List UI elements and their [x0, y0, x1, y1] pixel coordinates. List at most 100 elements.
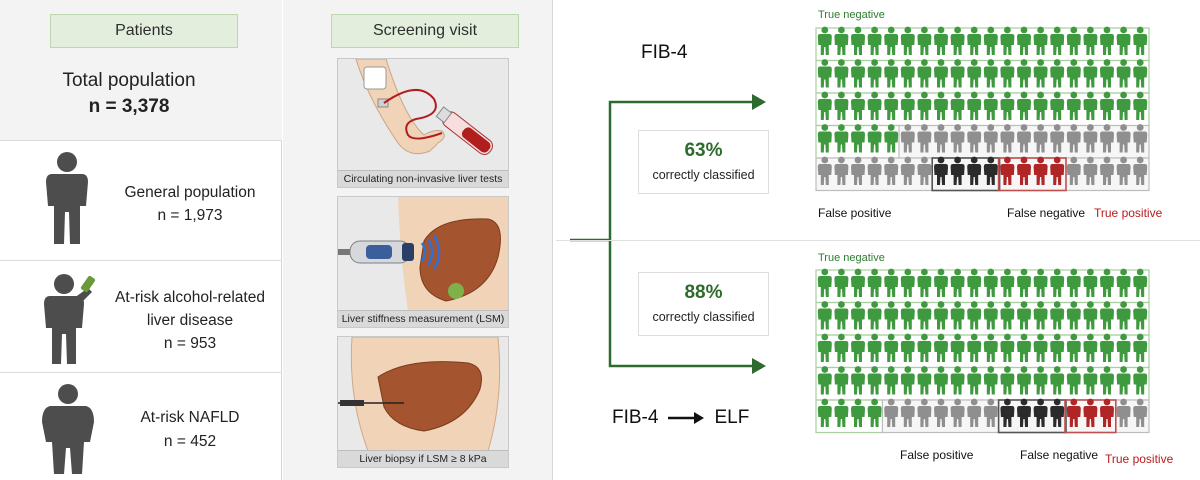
true-negative-person-icon	[1116, 366, 1131, 395]
true-negative-person-icon	[1033, 26, 1048, 55]
false-negative-person-icon	[1000, 398, 1015, 427]
false-positive-person-icon	[917, 156, 932, 185]
true-negative-person-icon	[1083, 333, 1098, 362]
true-negative-person-icon	[1133, 268, 1148, 297]
true-negative-person-icon	[1116, 333, 1131, 362]
legend-false-positive-1: False positive	[818, 206, 892, 220]
tn-group-outline	[815, 59, 1150, 94]
true-negative-person-icon	[1033, 268, 1048, 297]
false-negative-person-icon	[983, 156, 998, 185]
algorithm-to-label: ELF	[714, 407, 750, 428]
true-negative-person-icon	[851, 333, 865, 362]
tn-group-outline	[815, 27, 1150, 62]
screening-card-blood-tests: Circulating non-invasive liver tests	[337, 58, 509, 188]
true-negative-person-icon	[1000, 26, 1015, 55]
true-negative-person-icon	[867, 366, 882, 395]
percent-value-fib4: 63%	[684, 140, 723, 161]
true-negative-person-icon	[884, 301, 899, 330]
true-positive-person-icon	[1066, 398, 1081, 427]
true-negative-person-icon	[967, 366, 982, 395]
group-general-band	[0, 140, 282, 260]
true-negative-person-icon	[851, 268, 865, 297]
true-negative-person-icon	[1100, 268, 1114, 297]
tn-group-outline	[815, 269, 1150, 304]
group-nafld-label: At-risk NAFLD	[140, 409, 240, 426]
true-negative-person-icon	[1116, 59, 1131, 88]
true-negative-person-icon	[817, 91, 832, 120]
true-negative-person-icon	[817, 366, 832, 395]
false-positive-person-icon	[900, 398, 915, 427]
true-negative-person-icon	[1116, 26, 1131, 55]
true-negative-person-icon	[950, 366, 965, 395]
true-negative-person-icon	[834, 398, 849, 427]
true-negative-person-icon	[983, 301, 998, 330]
true-negative-person-icon	[900, 268, 915, 297]
true-negative-person-icon	[851, 366, 865, 395]
person-overweight-icon	[42, 384, 94, 474]
true-negative-person-icon	[817, 398, 832, 427]
fn-group-outline	[997, 399, 1067, 434]
true-negative-person-icon	[851, 301, 865, 330]
true-negative-person-icon	[867, 398, 882, 427]
true-negative-person-icon	[900, 366, 915, 395]
true-negative-person-icon	[1033, 301, 1048, 330]
true-negative-person-icon	[1017, 301, 1031, 330]
true-negative-person-icon	[934, 366, 948, 395]
true-negative-person-icon	[867, 333, 882, 362]
screening-header: Screening visit	[331, 14, 519, 48]
true-negative-person-icon	[834, 366, 849, 395]
true-negative-person-icon	[1000, 268, 1015, 297]
true-negative-person-icon	[834, 301, 849, 330]
true-negative-person-icon	[934, 268, 948, 297]
true-negative-person-icon	[917, 268, 932, 297]
true-negative-person-icon	[917, 26, 932, 55]
true-negative-person-icon	[1066, 333, 1081, 362]
pictogram-grid-fib4-elf	[815, 268, 1150, 434]
true-negative-person-icon	[817, 333, 832, 362]
true-negative-person-icon	[1116, 301, 1131, 330]
results-divider	[556, 240, 1200, 241]
true-negative-person-icon	[1000, 333, 1015, 362]
false-negative-person-icon	[967, 156, 982, 185]
group-alcohol-label-line1: At-risk alcohol-related	[115, 289, 265, 306]
true-negative-person-icon	[851, 26, 865, 55]
true-negative-person-icon	[884, 333, 899, 362]
true-negative-person-icon	[900, 301, 915, 330]
true-negative-person-icon	[867, 301, 882, 330]
true-negative-person-icon	[1083, 301, 1098, 330]
screening-column: Screening visit Circulating non-invasive…	[283, 0, 553, 480]
false-positive-person-icon	[967, 124, 982, 153]
true-negative-person-icon	[967, 268, 982, 297]
group-alcohol-band	[0, 260, 282, 372]
total-population-label: Total population	[62, 70, 196, 91]
true-negative-person-icon	[1050, 91, 1065, 120]
true-negative-person-icon	[884, 91, 899, 120]
group-general-label: General population	[124, 184, 256, 201]
true-negative-person-icon	[851, 398, 865, 427]
false-positive-person-icon	[884, 156, 899, 185]
true-negative-person-icon	[1066, 366, 1081, 395]
true-negative-person-icon	[1050, 333, 1065, 362]
true-negative-person-icon	[1050, 26, 1065, 55]
true-negative-person-icon	[834, 333, 849, 362]
true-negative-person-icon	[1017, 333, 1031, 362]
false-positive-person-icon	[983, 124, 998, 153]
true-negative-person-icon	[917, 333, 932, 362]
false-positive-person-icon	[1083, 156, 1098, 185]
true-negative-person-icon	[1100, 91, 1114, 120]
true-negative-person-icon	[1017, 268, 1031, 297]
true-negative-person-icon	[834, 26, 849, 55]
true-negative-person-icon	[1033, 91, 1048, 120]
percent-box-fib4: 63% correctly classified	[638, 130, 769, 194]
legend-false-negative-1: False negative	[1007, 206, 1086, 220]
false-negative-person-icon	[1017, 398, 1031, 427]
false-positive-person-icon	[1116, 398, 1131, 427]
false-positive-person-icon	[934, 398, 948, 427]
true-negative-person-icon	[817, 301, 832, 330]
arrow-head-fib4-elf	[752, 358, 766, 374]
true-positive-person-icon	[1100, 398, 1114, 427]
fn-group-outline	[931, 157, 1001, 192]
true-negative-person-icon	[1100, 366, 1114, 395]
person-drinking-icon	[44, 274, 96, 364]
true-negative-person-icon	[1050, 301, 1065, 330]
